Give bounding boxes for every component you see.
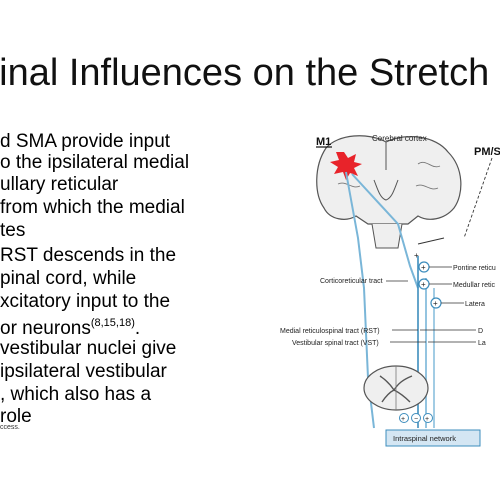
m1-label: M1 <box>316 136 331 148</box>
terminal-plus-1 <box>399 413 409 423</box>
intraspinal-network-label: Intraspinal network <box>393 434 456 443</box>
connector-line <box>417 237 445 245</box>
la-label: La <box>478 340 486 347</box>
terminal-minus <box>411 413 421 423</box>
pontine-label: Pontine reticu <box>453 265 496 272</box>
terminal-sign-2: − <box>414 416 418 423</box>
cerebral-cortex-label: Cerebral cortex <box>372 134 427 143</box>
bullet-line: or neurons(8,15,18). <box>0 314 140 338</box>
bullet-line: ipsilateral vestibular <box>0 361 167 382</box>
brainstem-nuclei: + + + + <box>414 251 442 309</box>
bullet-period: . <box>134 318 141 339</box>
bullet-line: d SMA provide input <box>0 131 171 152</box>
brainstem-upper <box>371 223 403 249</box>
lesion-starburst <box>330 152 362 180</box>
figure-caption: ccess. <box>0 424 20 431</box>
left-labels: Corticoreticular tract Medial reticulosp… <box>280 278 426 347</box>
d-label: D <box>478 328 483 335</box>
corticoreticular-tract-line <box>351 173 419 289</box>
right-labels: Pontine reticu Medullar retic Latera D L… <box>420 265 496 347</box>
upper-sign: + <box>414 251 419 260</box>
lateral-label: Latera <box>465 301 485 308</box>
citation-superscript: (8,15,18) <box>90 317 135 329</box>
terminal-sign-3: + <box>425 416 429 423</box>
medullar-label: Medullar retic <box>453 282 496 289</box>
bullet-line: xcitatory input to the <box>0 291 171 312</box>
medial-rst-label: Medial reticulospinal tract (RST) <box>280 328 380 335</box>
bullet-line: pinal cord, while <box>0 268 137 289</box>
lesion-marker <box>330 152 362 180</box>
terminal-plus-2 <box>423 413 433 423</box>
pm-dashed-line <box>463 157 493 239</box>
slide-title: pinal Influences on the Stretch R <box>0 52 500 94</box>
bullet-line: o the ipsilateral medial <box>0 152 190 173</box>
vst-label: Vestibular spinal tract (VST) <box>292 340 379 347</box>
brain-outline <box>316 135 462 225</box>
bullet-line: , which also has a <box>0 384 152 405</box>
bullet-line: ullary reticular <box>0 174 119 195</box>
spinal-cord-section <box>363 365 429 411</box>
pontine-sign: + <box>421 263 426 272</box>
intraspinal-network-box <box>385 429 481 447</box>
terminal-sign-1: + <box>401 416 405 423</box>
gray-matter <box>379 375 413 403</box>
bullet-text: or neurons <box>0 318 91 339</box>
bullet-line: vestibular nuclei give <box>0 338 177 359</box>
ventricles <box>373 179 399 201</box>
diagram-svg: Cerebral cortex M1 PM/S + + + <box>280 134 500 447</box>
bullet-line: from which the medial <box>0 197 185 218</box>
bullet-line: role <box>0 406 32 427</box>
medullar-sign: + <box>421 280 426 289</box>
terminals: + − + <box>399 413 433 423</box>
lateral-sign: + <box>433 299 438 308</box>
neuro-pathway-diagram: Cerebral cortex M1 PM/S + + + <box>268 128 500 458</box>
pm-label: PM/S <box>474 146 500 158</box>
bullet-line: tes <box>0 220 26 241</box>
corticoreticular-label: Corticoreticular tract <box>320 278 383 285</box>
bullet-line: RST descends in the <box>0 245 177 266</box>
